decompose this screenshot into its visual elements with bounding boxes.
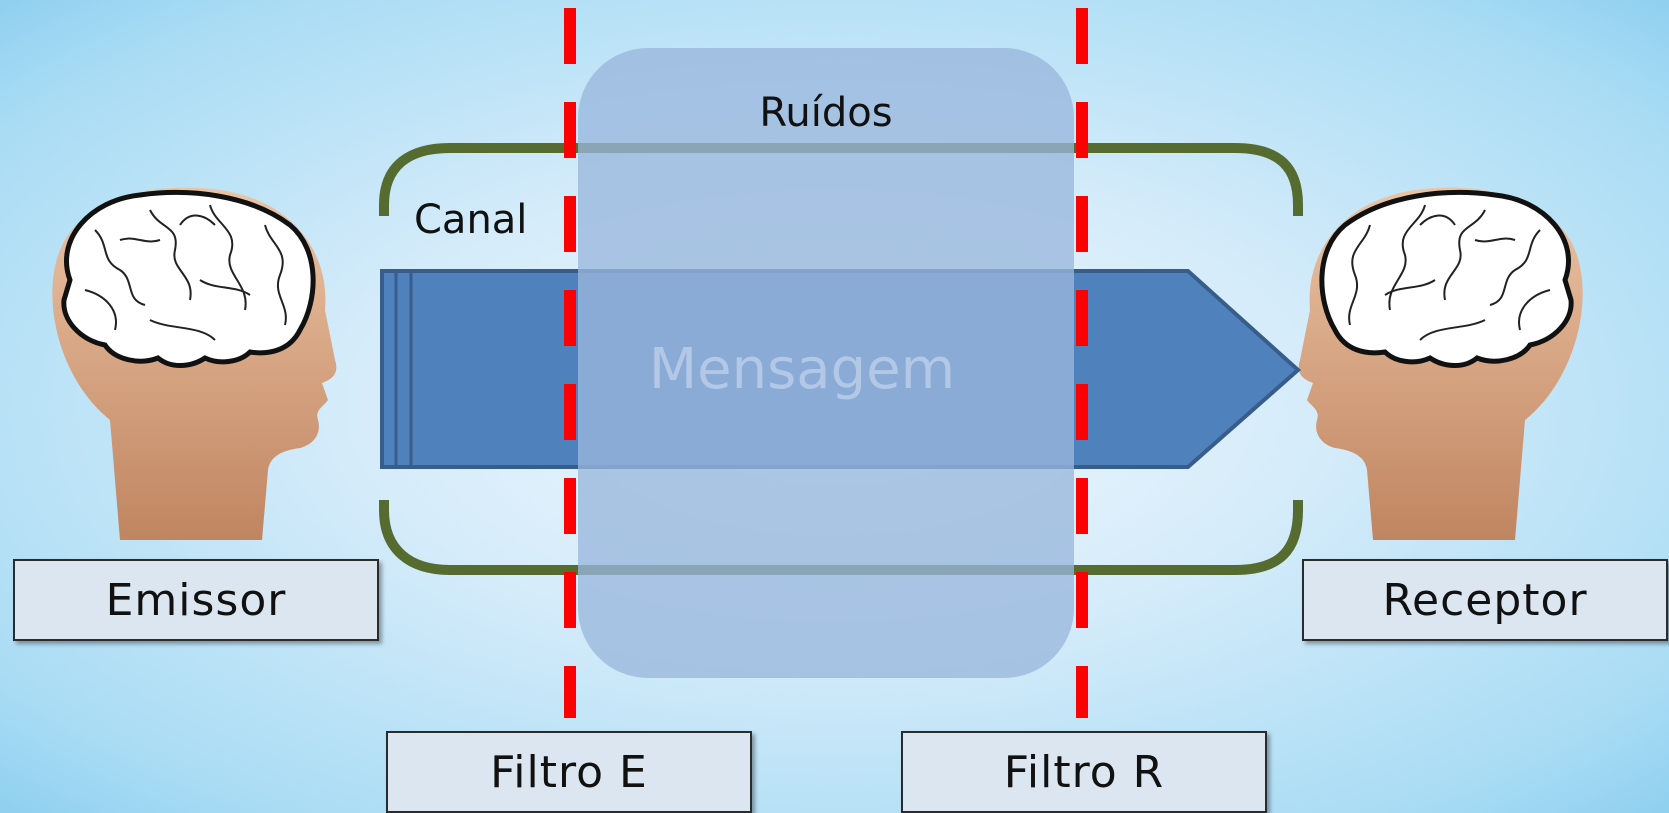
emissor-brain-icon bbox=[61, 190, 316, 368]
emissor-label: Emissor bbox=[105, 574, 287, 626]
filtro-e-box: Filtro E bbox=[386, 731, 752, 813]
ruidos-label: Ruídos bbox=[759, 90, 892, 136]
receptor-head-icon bbox=[1298, 187, 1583, 540]
filtro-r-box: Filtro R bbox=[901, 731, 1267, 813]
receptor-label: Receptor bbox=[1382, 574, 1588, 626]
receptor-box: Receptor bbox=[1302, 559, 1668, 641]
noise-area bbox=[578, 48, 1074, 678]
filtro-r-label: Filtro R bbox=[1003, 746, 1165, 798]
canal-label: Canal bbox=[414, 197, 527, 243]
receptor-brain-icon bbox=[1319, 190, 1574, 368]
filtro-e-label: Filtro E bbox=[490, 746, 648, 798]
emissor-box: Emissor bbox=[13, 559, 379, 641]
mensagem-label: Mensagem bbox=[649, 337, 955, 402]
emissor-head-icon bbox=[52, 187, 337, 540]
